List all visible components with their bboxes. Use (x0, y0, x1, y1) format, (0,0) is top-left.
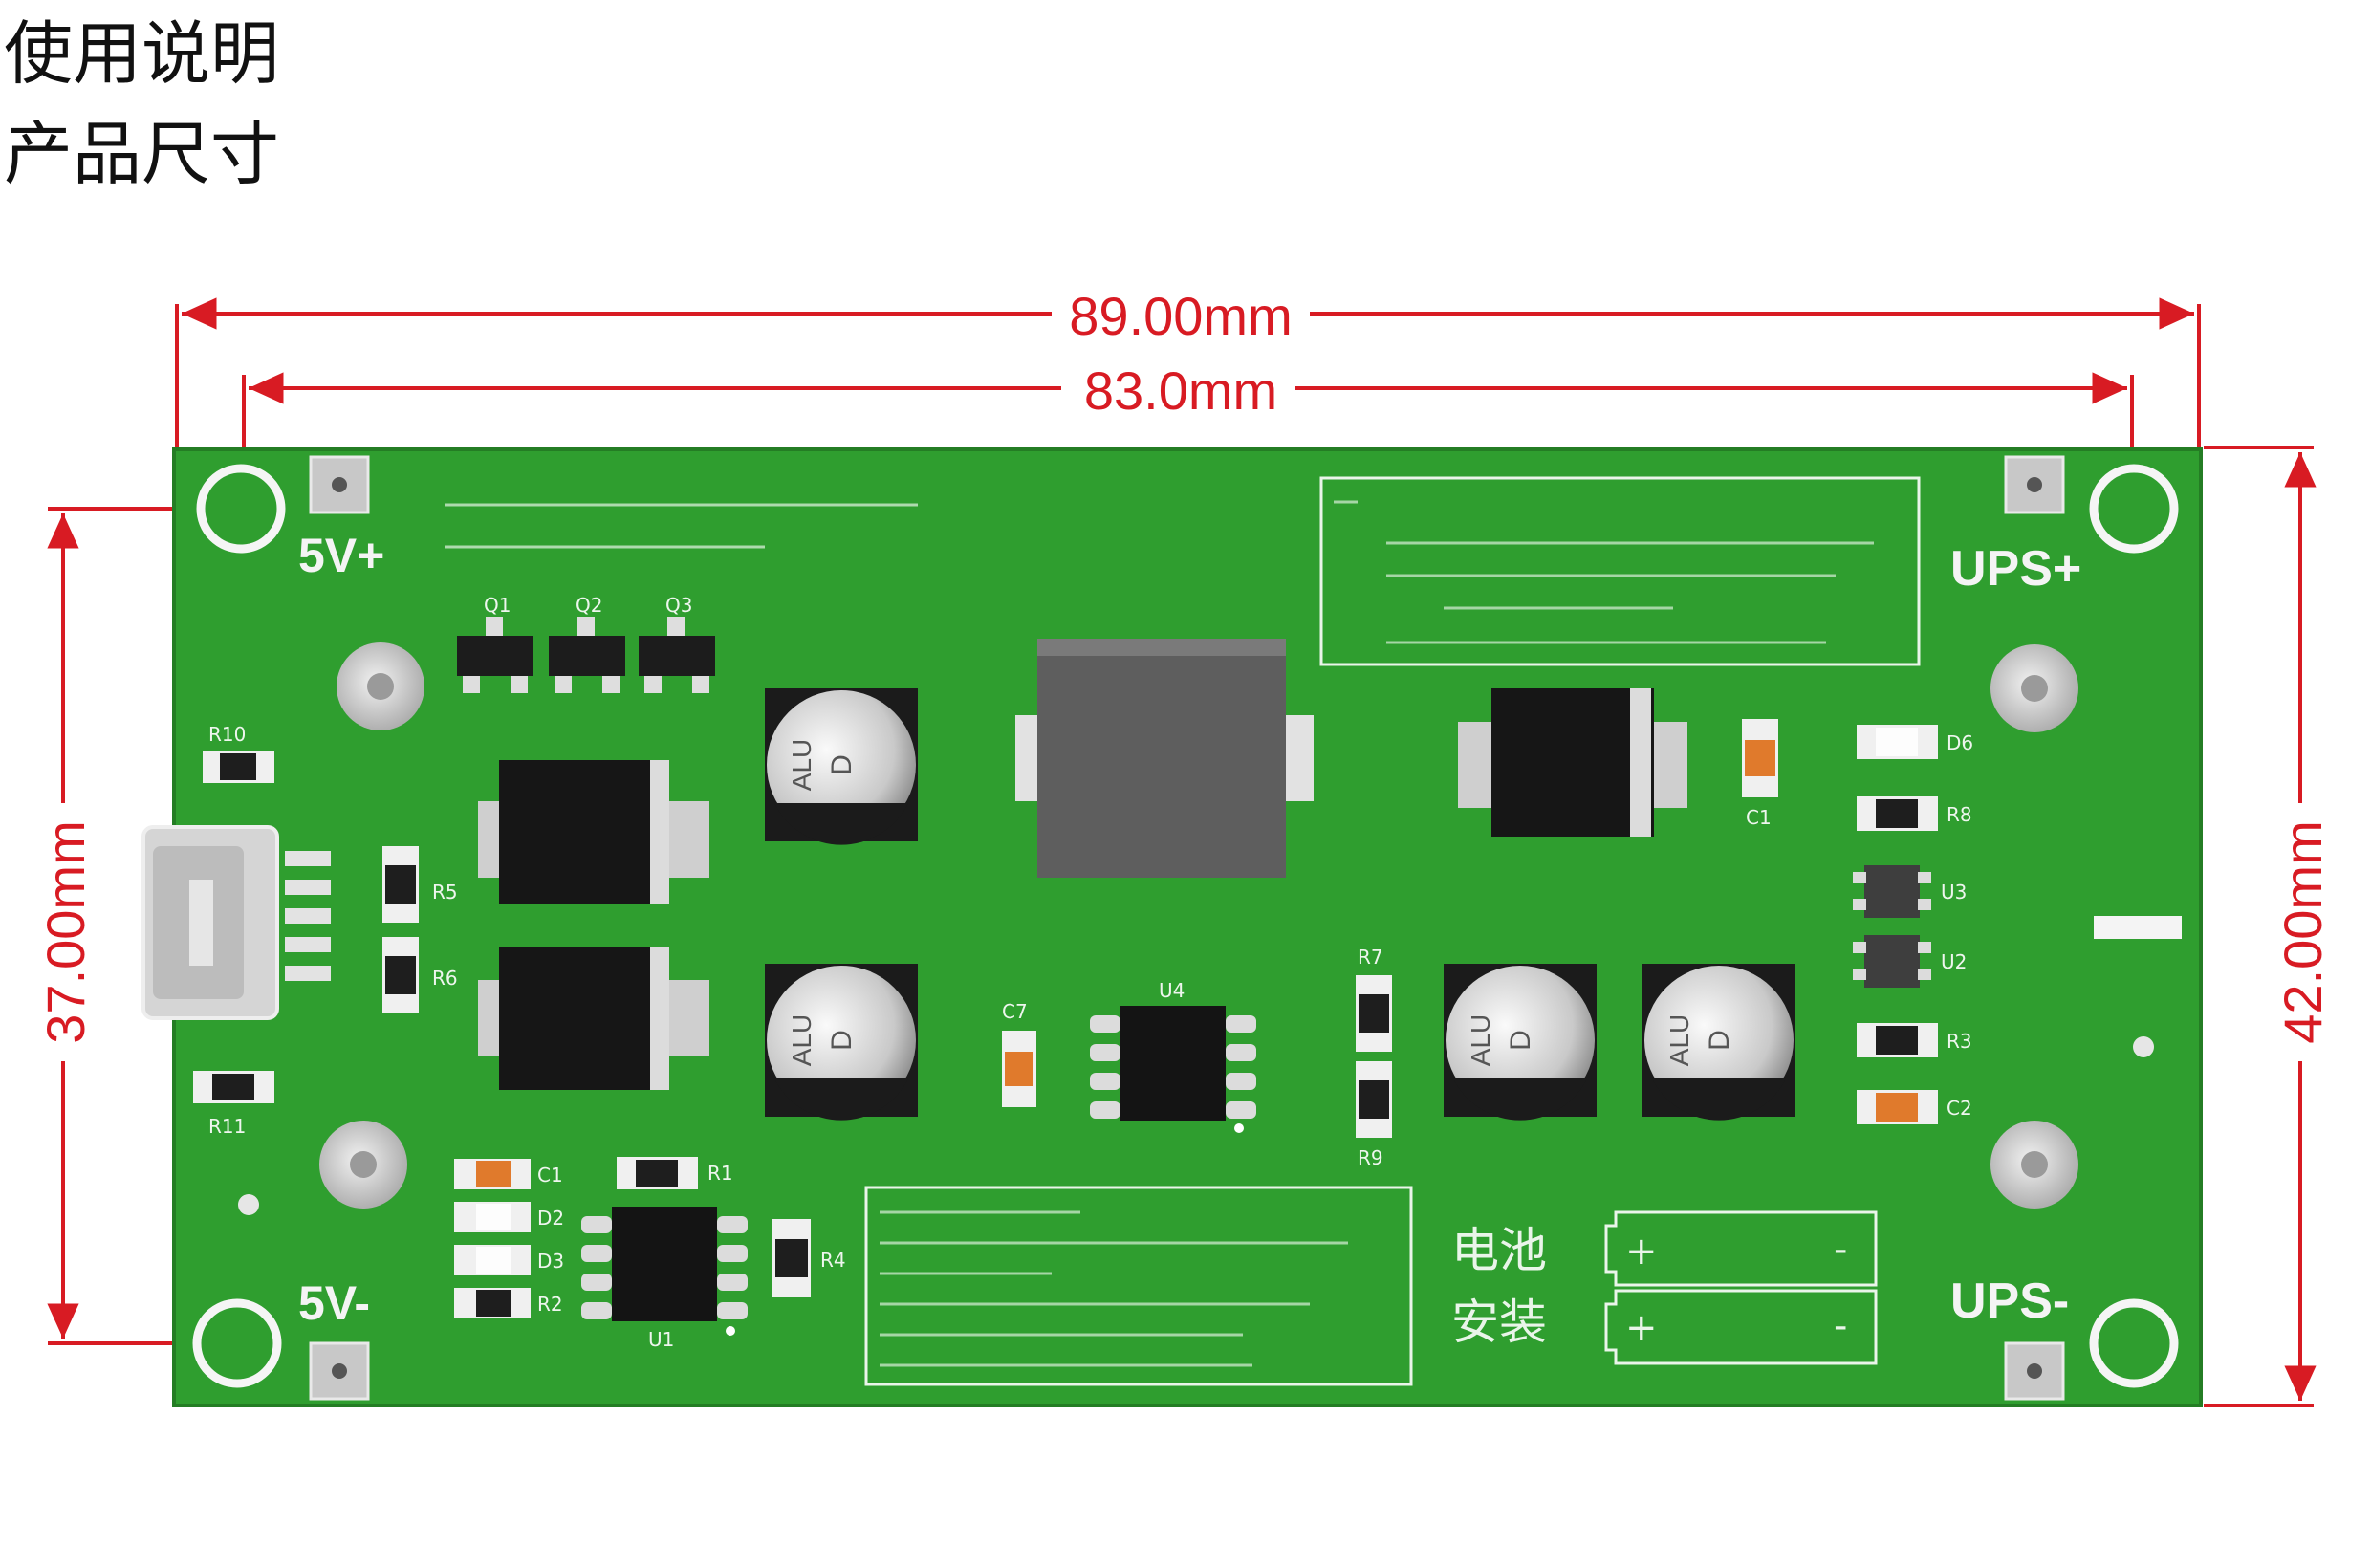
ref-r1: R1 (707, 1162, 733, 1185)
smd-diode-right (1458, 688, 1687, 837)
label-u1: U1 (648, 1328, 674, 1351)
ic-u2 (1853, 935, 1931, 988)
ref-u3: U3 (1941, 881, 1967, 904)
pin-label-ups-minus: UPS- (1950, 1274, 2069, 1329)
electrolytic-capacitor: ALU D (765, 688, 918, 845)
ref-r3: R3 (1947, 1030, 1972, 1053)
diode-smd-lower (499, 947, 669, 1090)
ref-r7: R7 (1358, 946, 1383, 969)
reference-designators: Q1 Q2 Q3 R10 R5 R6 R11 C1 D2 D3 R2 R1 R4… (208, 594, 1973, 1316)
ref-r2: R2 (537, 1293, 563, 1316)
heading-product-dimensions: 产品尺寸 (4, 114, 280, 194)
ref-d3: D3 (537, 1250, 564, 1273)
pin-label-ups-plus: UPS+ (1950, 541, 2081, 597)
mounting-hole (2089, 464, 2179, 554)
ref-q3: Q3 (665, 594, 692, 617)
micro-usb-connector (141, 825, 331, 1020)
terminal-pads (309, 455, 2065, 1401)
product-info-silkscreen (445, 503, 918, 549)
ref-r9: R9 (1358, 1146, 1383, 1169)
cap-mark-d: D (826, 1030, 858, 1051)
heading-usage-instructions: 使用说明 (4, 13, 280, 94)
battery-outline (1604, 1210, 1878, 1365)
cap-mark-alu: ALU (1664, 1014, 1694, 1066)
dimension-left-height: 37.00mm (35, 820, 96, 1043)
ic-u4 (1090, 1006, 1256, 1133)
mounting-hole (2089, 1298, 2179, 1388)
transistor-q2 (549, 636, 625, 676)
mounting-holes (192, 464, 2179, 1388)
battery-plus-2: + (1625, 1306, 1658, 1350)
notes-box-lines (1334, 500, 1874, 644)
ref-r10: R10 (208, 723, 246, 746)
ref-d2: D2 (537, 1207, 564, 1230)
label-u4: U4 (1159, 979, 1185, 1002)
battery-label-line2: 安装 (1451, 1295, 1547, 1350)
spec-box (864, 1186, 1413, 1386)
ref-c1-left: C1 (537, 1164, 563, 1187)
ref-q2: Q2 (576, 594, 602, 617)
ref-u2: U2 (1941, 950, 1967, 973)
ref-c2: C2 (1947, 1097, 1972, 1120)
cap-mark-alu: ALU (787, 739, 816, 791)
ref-c7: C7 (1002, 1000, 1028, 1023)
pin-label-5v-minus: 5V- (298, 1276, 370, 1330)
mounting-hole (192, 1298, 282, 1388)
ref-c1-right: C1 (1746, 806, 1772, 829)
pin-label-5v-plus: 5V+ (298, 529, 384, 582)
transistor-q1 (457, 636, 533, 676)
dimension-right-height: 42.00mm (2273, 820, 2333, 1043)
dimension-lines (47, 297, 2317, 1407)
standoffs (319, 642, 2078, 1209)
power-inductor (1015, 639, 1314, 878)
cap-mark-d: D (826, 754, 858, 775)
electrolytic-capacitor: ALU D (765, 964, 918, 1121)
transistor-q3 (639, 636, 715, 676)
spec-box-lines (880, 1210, 1348, 1367)
electrolytic-capacitor: ALU D (1444, 964, 1597, 1121)
diode-smd-upper (499, 760, 669, 904)
smd-passives (193, 719, 1938, 1318)
cap-mark-alu: ALU (1466, 1014, 1495, 1066)
ic-u1 (581, 1207, 748, 1336)
cap-mark-d: D (1505, 1030, 1536, 1051)
ref-r8: R8 (1947, 803, 1972, 826)
battery-minus-1: - (1834, 1228, 1847, 1272)
cap-mark-alu: ALU (787, 1014, 816, 1066)
dimension-outer-width: 89.00mm (1069, 286, 1292, 346)
cap-mark-d: D (1704, 1030, 1735, 1051)
via (238, 1194, 259, 1215)
ref-r11: R11 (208, 1115, 246, 1138)
transistors (457, 617, 715, 693)
dimension-hole-spacing: 83.0mm (1084, 360, 1277, 421)
silkscreen-bar (2094, 916, 2182, 939)
ref-q1: Q1 (484, 594, 511, 617)
ref-r5: R5 (432, 881, 458, 904)
mounting-hole (196, 464, 286, 554)
smd-diodes-left (478, 760, 709, 1090)
battery-label-line1: 电池 (1451, 1223, 1547, 1278)
electrolytic-capacitor: ALU D (1642, 964, 1795, 1121)
battery-minus-2: - (1834, 1304, 1847, 1348)
ref-r4: R4 (820, 1249, 846, 1272)
ref-d6: D6 (1947, 731, 1973, 754)
ic-u3 (1853, 865, 1931, 918)
electrolytic-capacitors: ALU D ALU D ALU D ALU D (765, 688, 1795, 1121)
via (2133, 1036, 2154, 1057)
ref-r6: R6 (432, 967, 458, 990)
notes-box (1319, 476, 1921, 666)
battery-plus-1: + (1625, 1230, 1658, 1274)
